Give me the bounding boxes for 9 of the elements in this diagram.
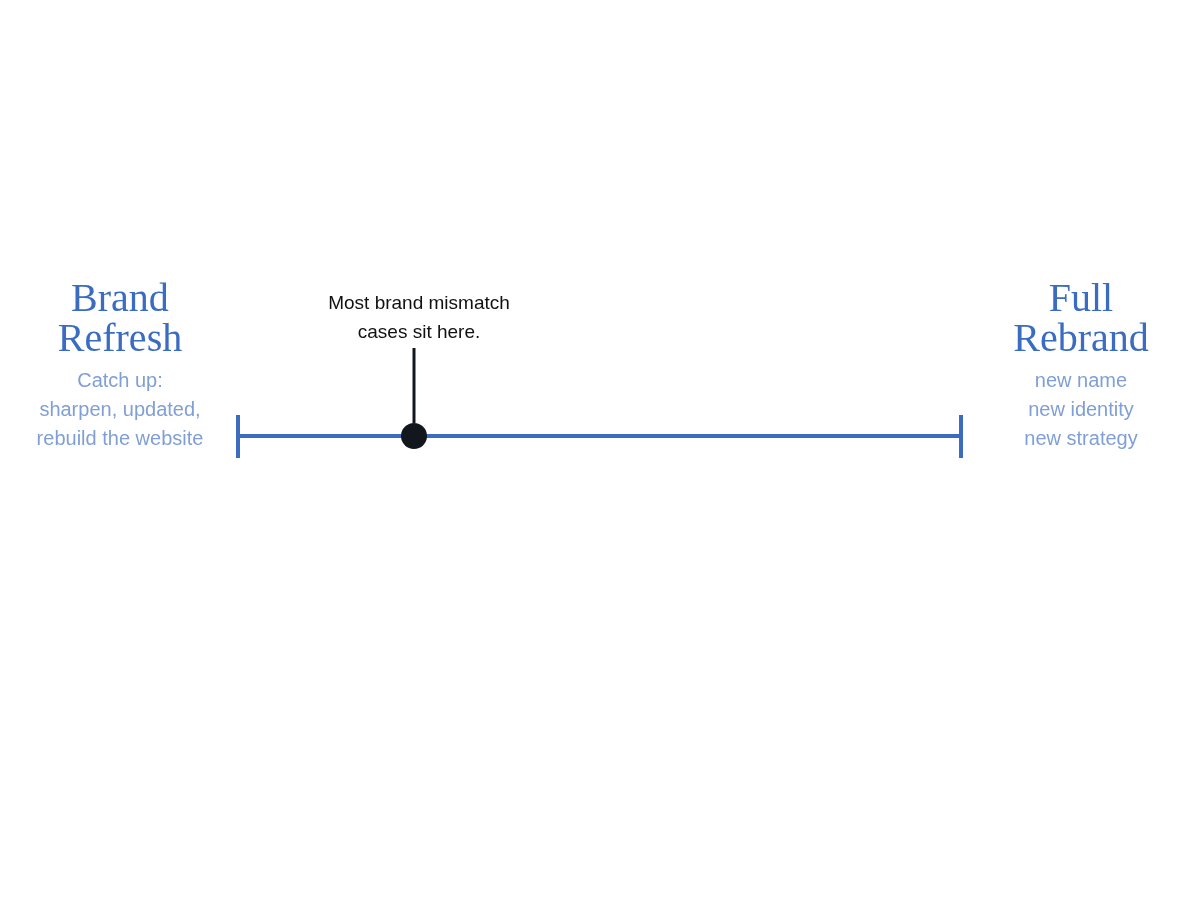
endpoint-description: new name: [1034, 368, 1128, 393]
endpoint-title: Full Rebrand: [1013, 278, 1149, 358]
endpoint-description: sharpen, updated, rebuild the website: [35, 397, 205, 451]
leader-line: [412, 348, 416, 423]
endpoint-description: new identity: [1028, 397, 1134, 422]
annotation-text: Most brand mismatch cases sit here.: [327, 291, 511, 344]
endpoint-description: new strategy: [1024, 426, 1138, 451]
endpoint-description: Catch up:: [77, 368, 163, 393]
endpoint-title: Brand Refresh: [57, 278, 183, 358]
